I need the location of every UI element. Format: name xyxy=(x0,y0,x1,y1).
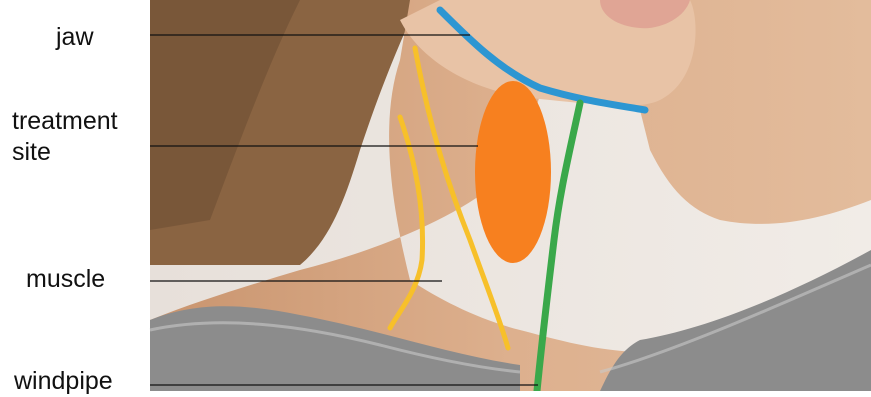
treatment-site-label: treatment site xyxy=(12,106,118,169)
treatment-site-oval xyxy=(475,81,551,263)
windpipe-label: windpipe xyxy=(14,366,113,397)
jaw-label: jaw xyxy=(56,22,94,53)
treatment-label-line-2: site xyxy=(12,137,118,168)
treatment-label-line-1: treatment xyxy=(12,106,118,137)
muscle-label: muscle xyxy=(26,264,105,295)
